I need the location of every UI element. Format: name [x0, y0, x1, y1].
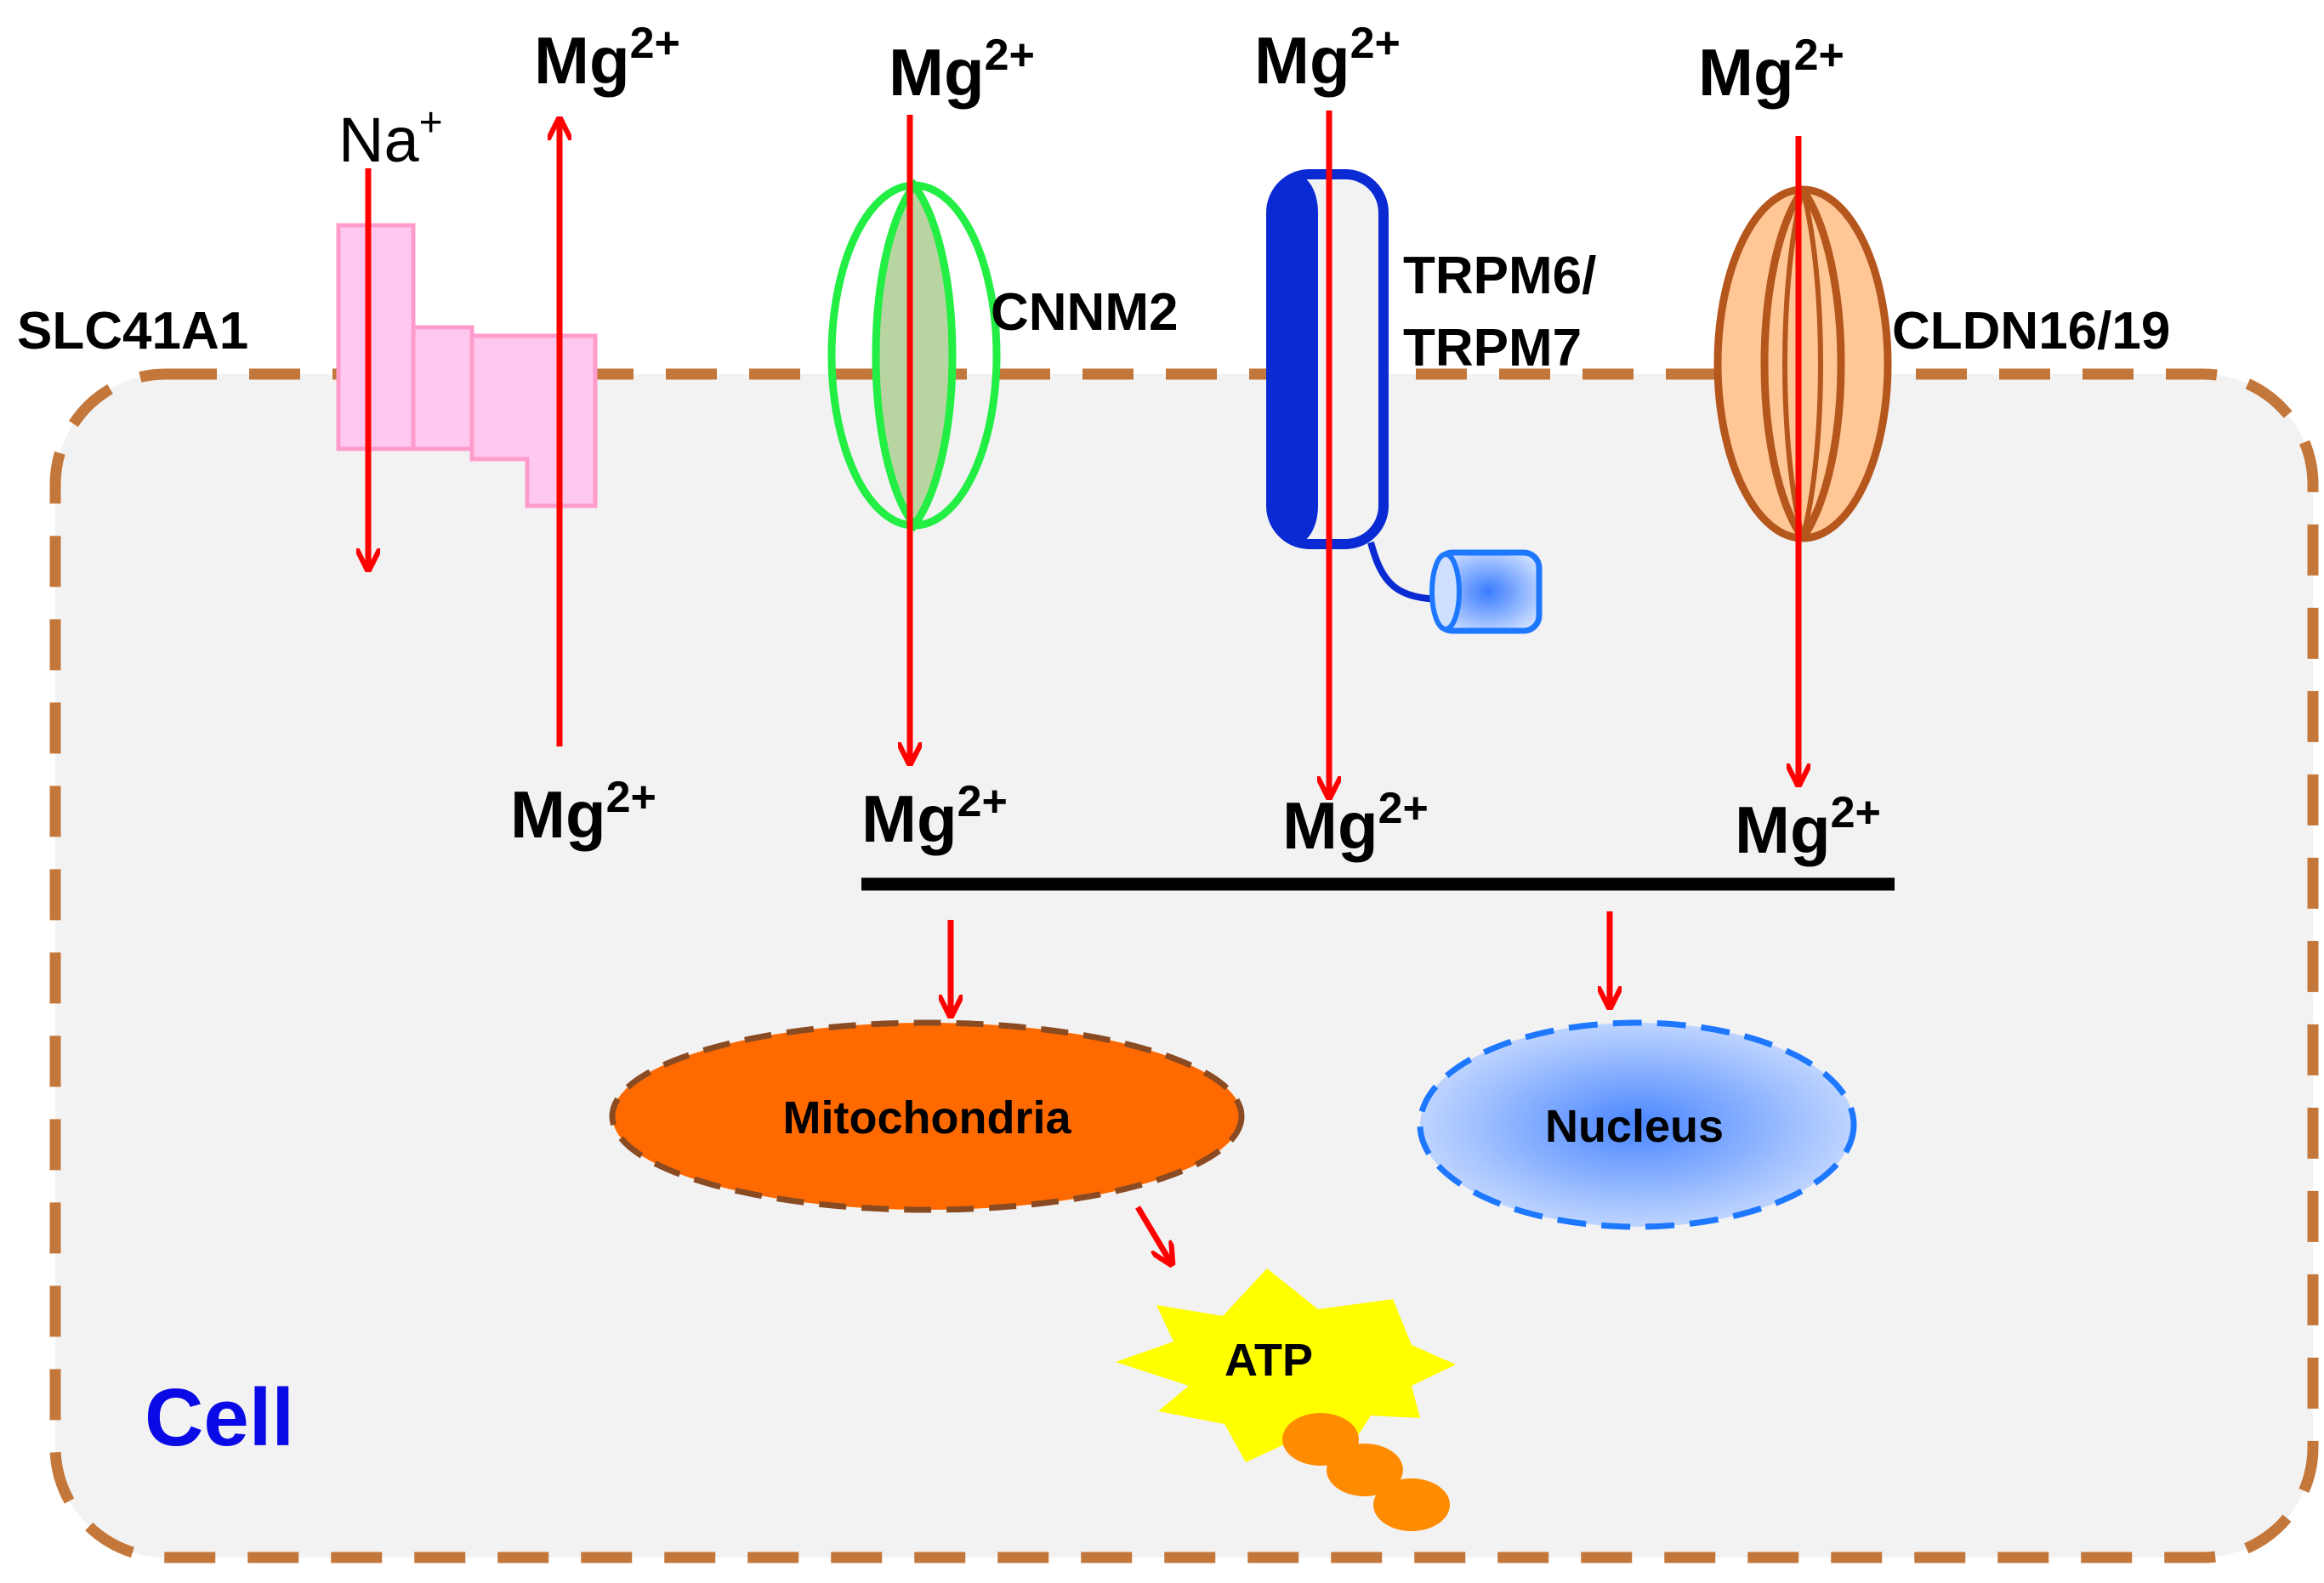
label-slc41a1: SLC41A1 [17, 302, 248, 360]
ion-label-mg-top-2: Mg2+ [889, 31, 1035, 110]
label-cldn: CLDN16/19 [1892, 302, 2170, 360]
nucleus [1417, 1019, 1857, 1230]
label-nucleus: Nucleus [1545, 1101, 1724, 1152]
ion-label-na: Na+ [338, 100, 443, 175]
atp-arrow [1134, 1206, 1172, 1264]
label-atp: ATP [1225, 1335, 1313, 1386]
label-cnnm2: CNNM2 [991, 283, 1178, 342]
cldn-channel [1713, 185, 1892, 542]
atp-phosphate-2 [1327, 1444, 1403, 1496]
ion-label-mg-top-3: Mg2+ [1254, 19, 1401, 98]
cell-body [49, 368, 2319, 1563]
ion-label-mg-inside-4: Mg2+ [1735, 788, 1881, 867]
ion-label-mg-top-4: Mg2+ [1698, 31, 1844, 110]
ion-label-mg-top-1: Mg2+ [534, 19, 680, 98]
ion-label-mg-inside-3: Mg2+ [1282, 784, 1429, 863]
atp-phosphate-3 [1373, 1478, 1450, 1531]
label-mitochondria: Mitochondria [783, 1092, 1072, 1143]
trpm-kinase-domain [1429, 549, 1543, 634]
mitochondria [609, 1019, 1245, 1213]
label-trpm-line1: TRPM6/ [1403, 247, 1596, 305]
ion-label-mg-inside-1: Mg2+ [510, 773, 656, 852]
ion-label-mg-inside-2: Mg2+ [861, 777, 1008, 856]
atp-burst [1116, 1268, 1456, 1462]
slc41a1-transporter [336, 223, 598, 508]
label-trpm-line2: TRPM7 [1403, 319, 1582, 377]
label-cell: Cell [145, 1372, 294, 1463]
cnnm2-channel [827, 179, 1001, 532]
